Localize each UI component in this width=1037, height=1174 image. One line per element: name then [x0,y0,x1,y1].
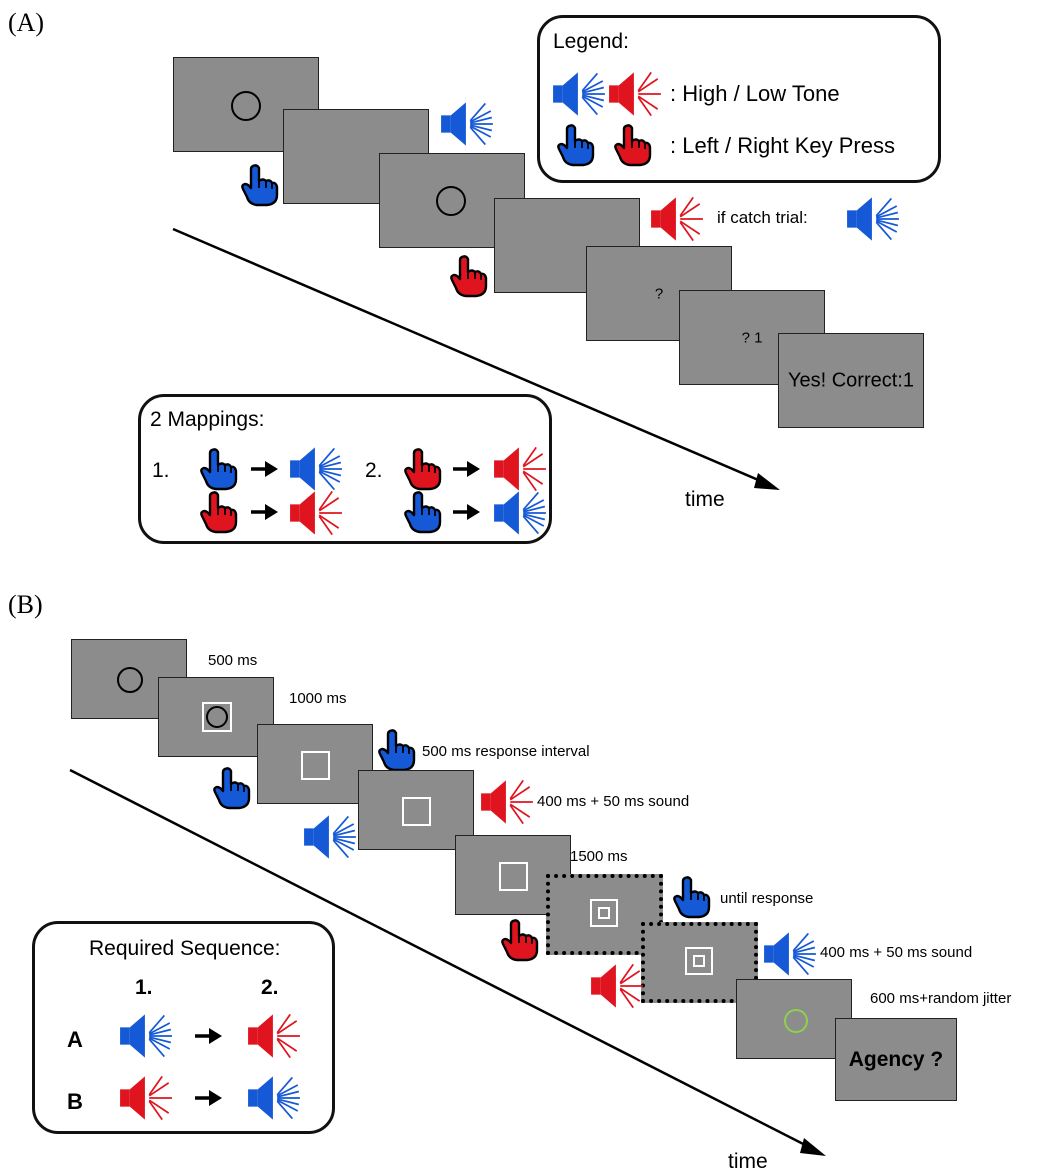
speaker-icon [608,70,662,118]
screen-b9: Agency ? [835,1018,957,1101]
screen-b8 [736,979,852,1059]
right-arrow-icon [451,459,481,479]
fixation-circle [117,667,143,693]
duration-5: 1500 ms [570,848,628,865]
speaker-icon [247,1074,301,1122]
sequence-row-a: A [67,1027,83,1052]
time-label-b: time [728,1150,768,1173]
agency-question: Agency ? [848,1047,944,1071]
duration-7: 400 ms + 50 ms sound [820,944,973,961]
nested-squares [685,947,713,975]
green-circle [784,1009,808,1033]
sequence-row-b: B [67,1089,83,1114]
duration-2: 1000 ms [289,690,347,707]
panel-a-label: (A) [8,8,45,37]
right-arrow-icon [249,502,279,522]
pointing-hand-icon [199,490,239,534]
speaker-icon [480,778,534,826]
fixation-circle [231,91,261,121]
pointing-hand-icon [240,163,280,207]
mapping-number-1: 1. [152,459,170,482]
screen-b4 [358,770,474,850]
pointing-hand-icon [449,254,489,298]
speaker-icon [247,1012,301,1060]
right-arrow-icon [249,459,279,479]
duration-1: 500 ms [208,652,258,669]
legend-title: Legend: [553,30,629,53]
white-square [301,751,330,780]
speaker-icon [303,813,357,861]
speaker-icon [763,930,817,978]
feedback-text: Yes! Correct:1 [788,369,914,391]
speaker-icon [590,962,644,1010]
key-legend-label: : Left / Right Key Press [670,133,895,158]
sequence-col-2: 2. [261,976,279,999]
pointing-hand-icon [212,766,252,810]
pointing-hand-icon [613,123,653,167]
pointing-hand-icon [377,728,417,772]
mapping-number-2: 2. [365,459,383,482]
white-square [402,797,431,826]
right-arrow-icon [451,502,481,522]
duration-4: 400 ms + 50 ms sound [537,793,690,810]
right-arrow-icon [193,1088,223,1108]
mappings-title: 2 Mappings: [150,408,265,431]
speaker-icon [552,70,606,118]
mappings-box: 2 Mappings: 1. 2. [138,394,552,544]
sequence-col-1: 1. [135,976,153,999]
time-label-a: time [685,488,725,511]
speaker-icon [119,1012,173,1060]
pointing-hand-icon [500,918,540,962]
circle-in-square [202,702,232,732]
speaker-icon [440,100,494,148]
speaker-icon [289,489,343,537]
catch-trial-label: if catch trial: [717,208,808,227]
pointing-hand-icon [403,447,443,491]
required-sequence-box: Required Sequence: 1. 2. A B [32,921,335,1134]
speaker-icon [650,195,704,243]
duration-8: 600 ms+random jitter [870,990,1012,1007]
legend-box: Legend: : High / Low Tone : Left / Right… [537,15,941,183]
tone-legend-label: : High / Low Tone [670,81,840,106]
pointing-hand-icon [199,447,239,491]
fixation-circle [436,186,466,216]
pointing-hand-icon [403,490,443,534]
speaker-icon [493,445,547,493]
right-arrow-icon [193,1026,223,1046]
screen-b7 [641,922,758,1003]
white-square [499,862,528,891]
duration-6: until response [720,890,814,907]
screen-b2 [158,677,274,757]
question-one: ? 1 [741,329,763,346]
nested-squares [590,899,618,927]
speaker-icon [119,1074,173,1122]
screen-b3 [257,724,373,804]
pointing-hand-icon [672,875,712,919]
speaker-icon [846,195,900,243]
pointing-hand-icon [556,123,596,167]
speaker-icon [493,489,547,537]
screen-a7: Yes! Correct:1 [778,333,924,428]
question-mark: ? [654,285,664,302]
panel-b-label: (B) [8,590,43,619]
speaker-icon [289,445,343,493]
sequence-title: Required Sequence: [89,937,281,960]
duration-3: 500 ms response interval [422,743,590,760]
